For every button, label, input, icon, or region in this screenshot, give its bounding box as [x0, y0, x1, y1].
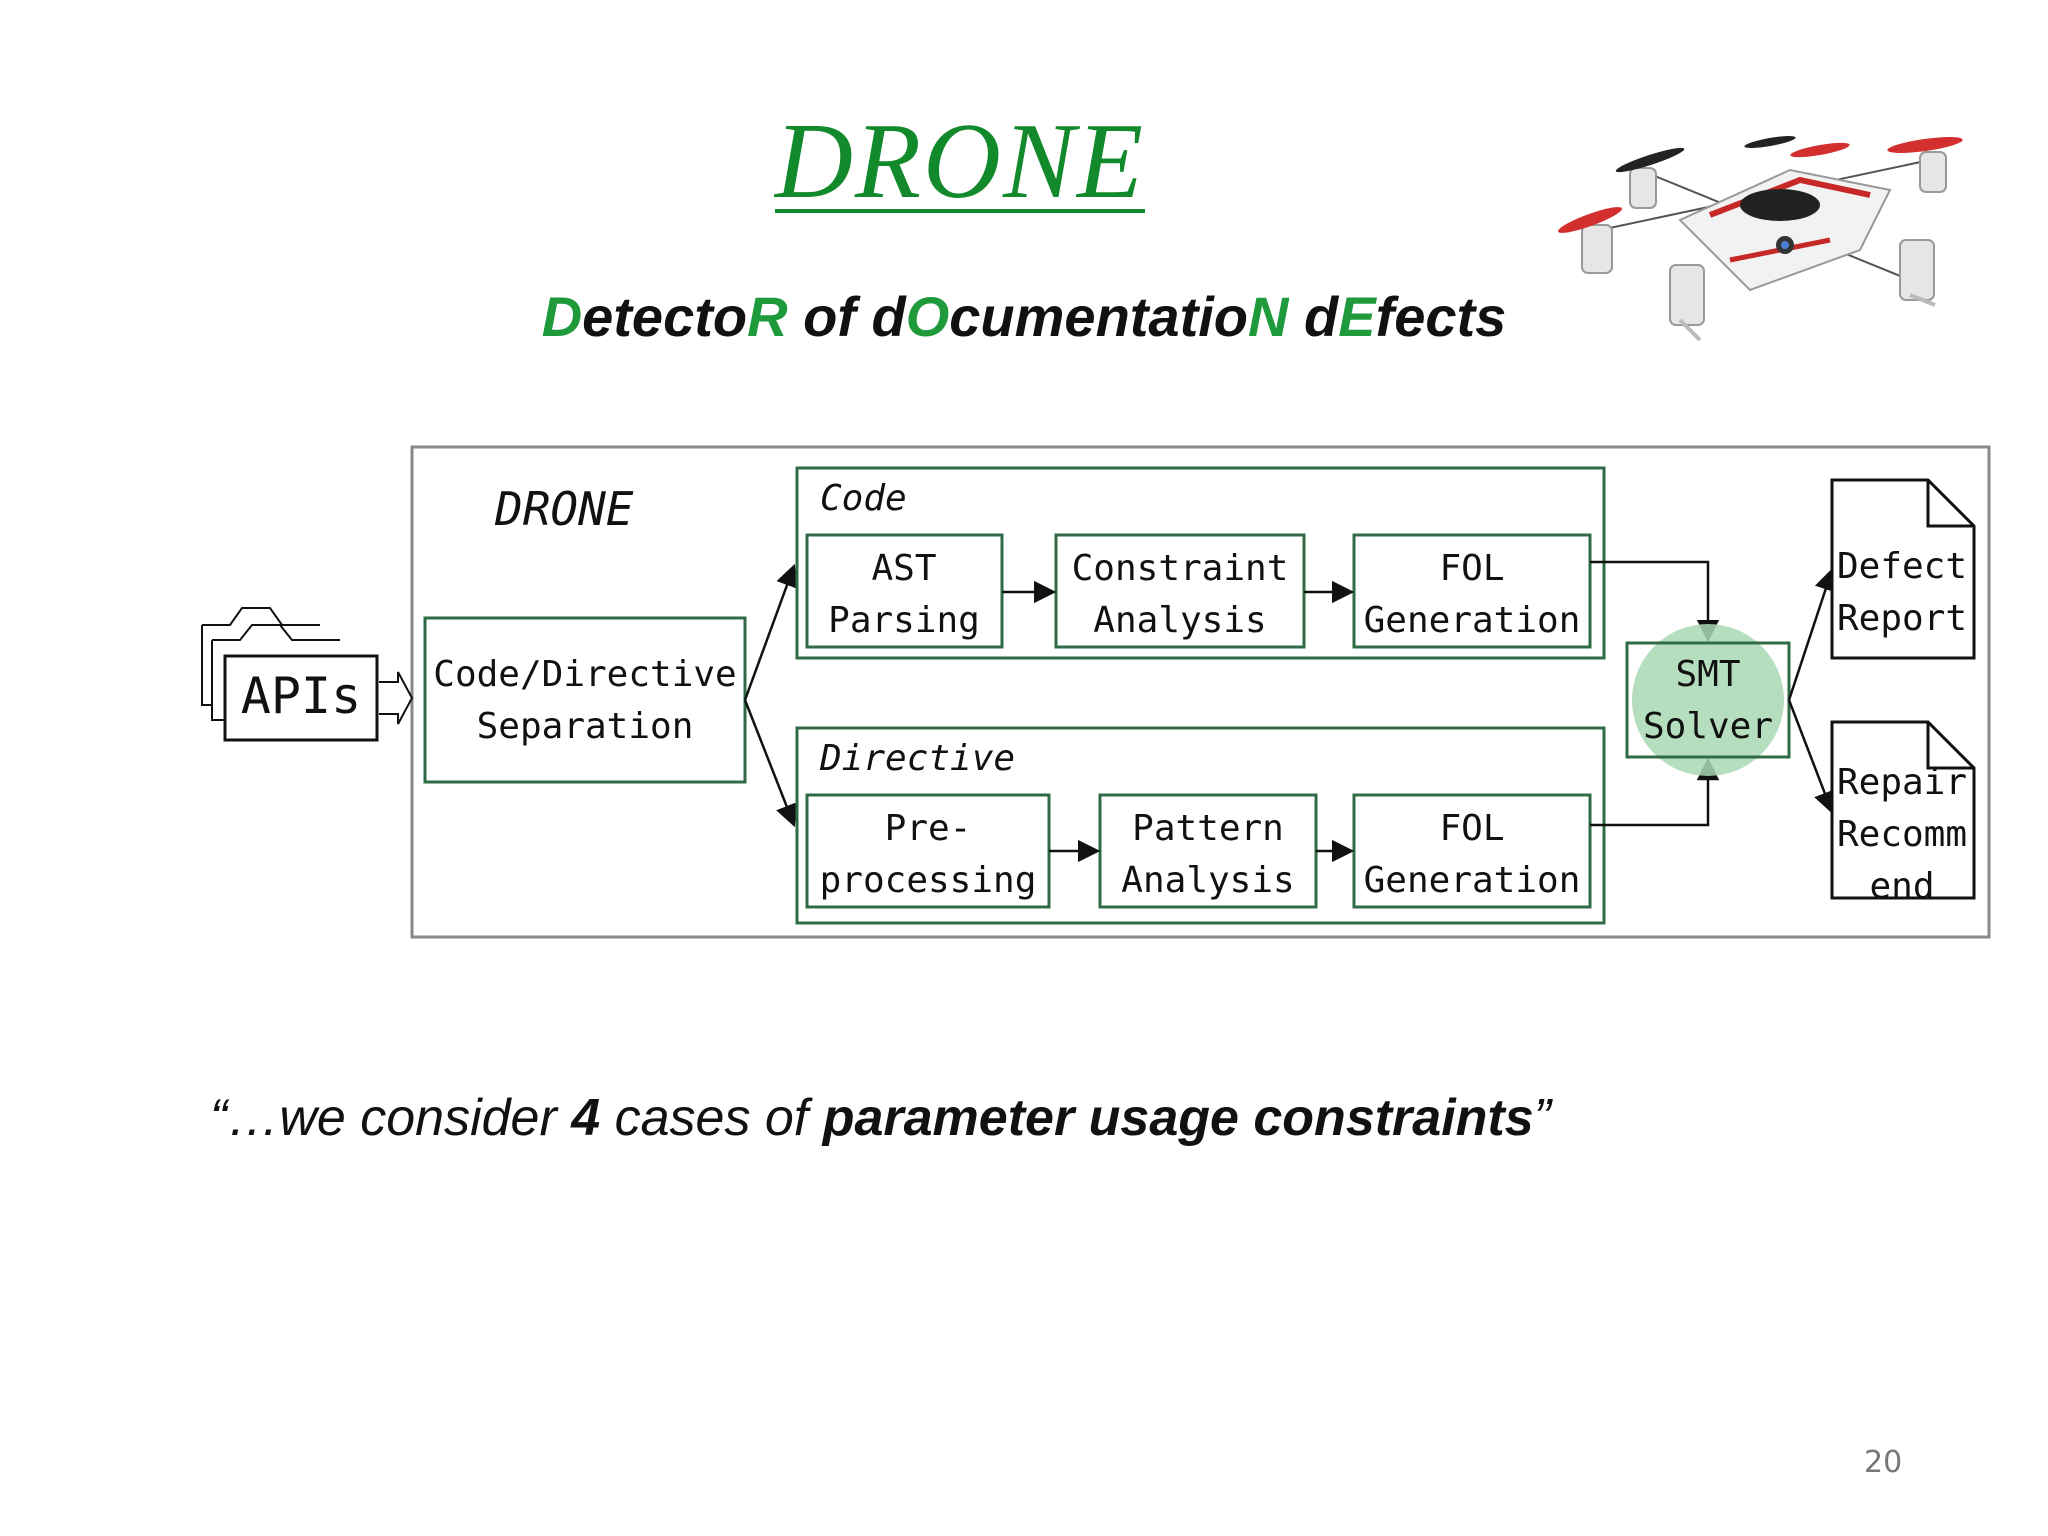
subtitle-highlight-letter: N — [1247, 285, 1289, 348]
output-label: Defect — [1837, 546, 1967, 587]
directive-group-label: Directive — [819, 738, 1015, 779]
subtitle-text: etecto — [582, 285, 748, 348]
subtitle-highlight-letter: D — [541, 285, 583, 348]
step-label: Constraint — [1072, 548, 1289, 589]
step-label: Pre- — [885, 808, 972, 849]
subtitle-highlight-letter: E — [1338, 285, 1376, 348]
svg-text:Defect: Defect — [1837, 546, 1967, 587]
repair-recommend-doc — [1830, 720, 1976, 900]
page-number: 20 — [1864, 1445, 1903, 1480]
directive-fol-generation-box — [1352, 793, 1592, 909]
apis-input: APIs — [201, 607, 379, 742]
drone-image — [1557, 136, 1963, 342]
solver-label: SMT — [1675, 654, 1740, 695]
output-label: Repair — [1837, 762, 1967, 803]
solver-label: Solver — [1643, 706, 1773, 747]
step-label: Pattern — [1132, 808, 1284, 849]
svg-text:FOL: FOL — [1439, 548, 1504, 589]
step-label: Analysis — [1121, 860, 1294, 901]
step-label: Generation — [1364, 860, 1581, 901]
constraint-analysis-box — [1054, 533, 1306, 649]
step-label: Parsing — [828, 600, 980, 641]
svg-text:Repair: Repair — [1837, 762, 1967, 803]
frame-label: DRONE — [494, 482, 634, 536]
svg-text:Pattern: Pattern — [1132, 808, 1284, 849]
subtitle-highlight-letter: R — [747, 285, 788, 348]
svg-text:Constraint: Constraint — [1072, 548, 1289, 589]
svg-text:Recomm: Recomm — [1837, 814, 1967, 855]
apis-label: APIs — [241, 667, 361, 725]
ast-parsing-box — [805, 533, 1004, 649]
step-label: Analysis — [1093, 600, 1266, 641]
output-label: Recomm — [1837, 814, 1967, 855]
separation-label: Separation — [477, 706, 694, 747]
output-label: end — [1869, 866, 1934, 907]
subtitle-text: cumentatio — [949, 285, 1248, 348]
svg-text:Report: Report — [1837, 598, 1967, 639]
step-label: Generation — [1364, 600, 1581, 641]
svg-text:Generation: Generation — [1364, 600, 1581, 641]
svg-text:AST: AST — [871, 548, 936, 589]
separation-box — [423, 616, 747, 784]
svg-text:SMT: SMT — [1675, 654, 1740, 695]
output-label: Report — [1837, 598, 1967, 639]
step-label: AST — [871, 548, 936, 589]
svg-text:end: end — [1869, 866, 1934, 907]
svg-text:Pre-: Pre- — [885, 808, 972, 849]
subtitle-text: d — [1288, 285, 1339, 348]
subtitle-text: of d — [787, 285, 906, 348]
subtitle-highlight-letter: O — [905, 285, 950, 348]
slide-subtitle: DetectoR of dOcumentatioN dEfects — [0, 284, 2048, 349]
svg-text:Analysis: Analysis — [1093, 600, 1266, 641]
subtitle-text: fects — [1375, 285, 1507, 348]
svg-text:FOL: FOL — [1439, 808, 1504, 849]
svg-text:processing: processing — [820, 860, 1037, 901]
code-group-label: Code — [820, 478, 907, 519]
quote-text: “…we consider 4 cases of parameter usage… — [210, 1089, 1551, 1147]
slide-title: DRONE — [775, 102, 1145, 221]
svg-text:Parsing: Parsing — [828, 600, 980, 641]
smt-solver-highlight — [1632, 624, 1784, 776]
separation-label: Code/Directive — [433, 654, 736, 695]
architecture-diagram: DRONE APIs Code/Directive Separation Cod… — [201, 445, 1991, 939]
step-label: processing — [820, 860, 1037, 901]
svg-text:Solver: Solver — [1643, 706, 1773, 747]
pattern-analysis-box — [1098, 793, 1318, 909]
code-fol-generation-box — [1352, 533, 1592, 649]
svg-text:Analysis: Analysis — [1121, 860, 1294, 901]
step-label: FOL — [1439, 548, 1504, 589]
svg-text:Generation: Generation — [1364, 860, 1581, 901]
step-label: FOL — [1439, 808, 1504, 849]
preprocessing-box — [805, 793, 1051, 909]
input-arrow — [379, 671, 414, 725]
